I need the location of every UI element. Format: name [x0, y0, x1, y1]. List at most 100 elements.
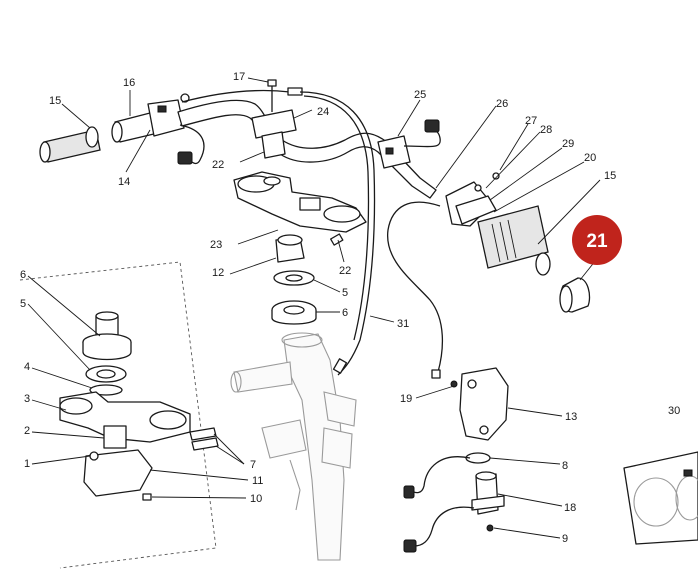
lower-clamp: [261, 131, 286, 159]
right-switch-button: [385, 147, 394, 155]
callout-5-left: 5: [20, 298, 26, 310]
housing-screw-a: [474, 184, 482, 192]
ghost-lower-block-2: [321, 427, 353, 469]
callout-3: 3: [24, 393, 30, 405]
callout-labels: 15 16 17 24 25 26 27 28 29 20 15 14 22 2…: [20, 71, 680, 545]
switch-plug-lower: [403, 539, 417, 553]
callout-4: 4: [24, 361, 30, 373]
callout-19: 19: [400, 393, 412, 405]
callout-11: 11: [252, 475, 263, 487]
right-connector: [424, 119, 440, 133]
callout-30: 30: [668, 405, 680, 417]
washer-hole: [285, 274, 303, 282]
callout-15-right: 15: [604, 170, 616, 182]
callout-17: 17: [233, 71, 245, 83]
instrument-cover: [623, 451, 698, 545]
ghost-steering-stem: [230, 332, 357, 561]
callout-28: 28: [540, 124, 552, 136]
callout-31: 31: [397, 318, 409, 330]
throttle-pull-cable: [387, 201, 444, 373]
callout-10: 10: [250, 493, 262, 505]
ghost-stem-top: [281, 332, 323, 348]
left-stack-group: [19, 261, 219, 569]
housing-hole-b: [479, 425, 489, 435]
right-controls-group: [377, 119, 591, 379]
callout-18: 18: [564, 502, 576, 514]
pinch-bolt-b: [191, 437, 219, 451]
upper-cable: [181, 89, 291, 103]
callout-8: 8: [562, 460, 568, 472]
throttle-cable: [299, 91, 376, 376]
ghost-bracket-right: [323, 391, 357, 427]
stem-shaft-top: [95, 311, 119, 321]
callout-1: 1: [24, 458, 30, 470]
leader-lines: [27, 77, 601, 539]
grip-rib-2: [499, 221, 509, 261]
switch-button: [157, 105, 167, 113]
callout-27: 27: [525, 115, 537, 127]
pinch-bolt: [330, 233, 344, 246]
housing-screw-b: [492, 172, 500, 180]
clamp-boss: [299, 197, 321, 211]
cover-clip: [683, 469, 693, 477]
left-grip-end: [39, 141, 51, 163]
callout-2: 2: [24, 425, 30, 437]
stack-seal-4: [89, 384, 123, 396]
lower-fork-bore-left: [59, 397, 93, 415]
ghost-bracket-left: [233, 361, 293, 393]
callout-7: 7: [250, 459, 256, 471]
callout-20: 20: [584, 152, 596, 164]
callout-16: 16: [123, 77, 135, 89]
throttle-housing-cover: [455, 195, 497, 225]
upper-clamp: [251, 109, 297, 139]
right-grip: [477, 205, 549, 269]
callout-13: 13: [565, 411, 577, 423]
left-handlebar-group: [39, 93, 205, 165]
highlight-badge-circle[interactable]: [572, 215, 622, 265]
callout-12: 12: [212, 267, 224, 279]
ignition-top: [475, 471, 497, 481]
bar-end-weight-face: [559, 285, 573, 313]
highlight-badge[interactable]: 21: [572, 215, 622, 265]
stop-screw: [89, 451, 99, 461]
callout-15-left: 15: [49, 95, 61, 107]
switch-wire-upper: [409, 456, 471, 494]
grip-rib-3: [507, 219, 517, 259]
right-switch-block: [377, 135, 411, 169]
lower-stem: [103, 425, 127, 449]
stem-nut-top: [277, 234, 303, 246]
callout-24: 24: [317, 106, 329, 118]
highlight-badge-label[interactable]: 21: [586, 231, 608, 252]
switch-wire-lower: [413, 506, 475, 547]
steering-stop-plate: [83, 449, 153, 497]
cover-group: [623, 451, 698, 545]
cable-ferrule: [431, 369, 441, 379]
grip-end-cap: [535, 252, 551, 276]
callout-9: 9: [562, 533, 568, 545]
clamp-bolt-head: [267, 79, 277, 87]
callout-22-top: 22: [212, 159, 224, 171]
callout-29: 29: [562, 138, 574, 150]
callout-6-left: 6: [20, 269, 26, 281]
cable-adjuster: [332, 358, 348, 374]
main-handlebar-group: [177, 79, 437, 199]
callout-5-center: 5: [342, 287, 348, 299]
ignition-screw: [486, 524, 494, 532]
callout-26: 26: [496, 98, 508, 110]
callout-23: 23: [210, 239, 222, 251]
ghost-lower-block: [261, 419, 307, 459]
cover-gauge-left: [633, 477, 679, 527]
cable-end: [287, 87, 303, 96]
bearing-hole: [283, 305, 305, 315]
stack-washer-5-hole: [96, 369, 116, 379]
callout-14: 14: [118, 176, 130, 188]
housing-hole-a: [467, 379, 477, 389]
fork-bore-right: [323, 205, 361, 223]
callout-22-bottom: 22: [339, 265, 351, 277]
stem-hole: [263, 176, 281, 186]
exploded-frame: [19, 261, 217, 569]
throttle-cable-2: [303, 95, 370, 341]
ghost-bracket-end: [230, 371, 242, 393]
